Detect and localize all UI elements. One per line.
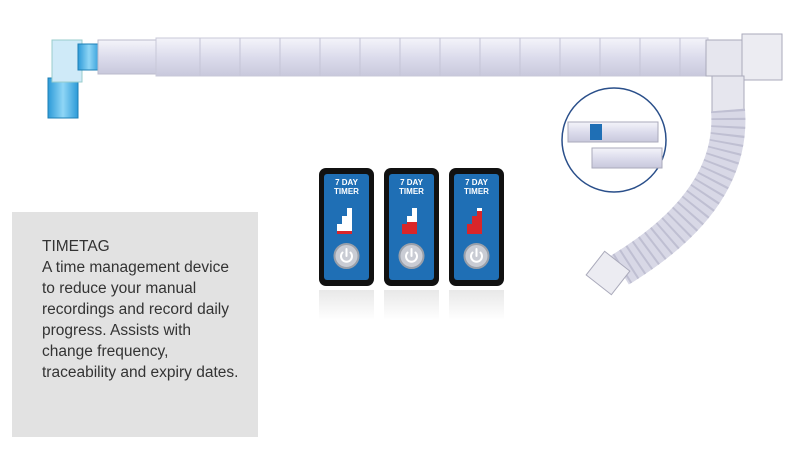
timetag-info-panel: TIMETAG A time management device to redu… — [12, 212, 258, 437]
timer-reflection — [449, 290, 504, 320]
progress-fill — [337, 231, 352, 234]
left-connector — [47, 77, 79, 119]
progress-fill — [467, 211, 482, 234]
timer-reflection — [319, 290, 374, 320]
power-button[interactable] — [333, 243, 360, 269]
info-title: TIMETAG — [42, 238, 110, 255]
power-button[interactable] — [463, 243, 490, 269]
corrugated-tube — [155, 37, 709, 77]
info-body: A time management device to reduce your … — [42, 259, 239, 381]
timer-reflection — [384, 290, 439, 320]
day-steps — [337, 208, 352, 234]
power-icon — [405, 248, 418, 263]
power-icon — [340, 248, 353, 263]
power-icon — [470, 248, 483, 263]
progress-fill — [402, 222, 417, 234]
power-button[interactable] — [398, 243, 425, 269]
